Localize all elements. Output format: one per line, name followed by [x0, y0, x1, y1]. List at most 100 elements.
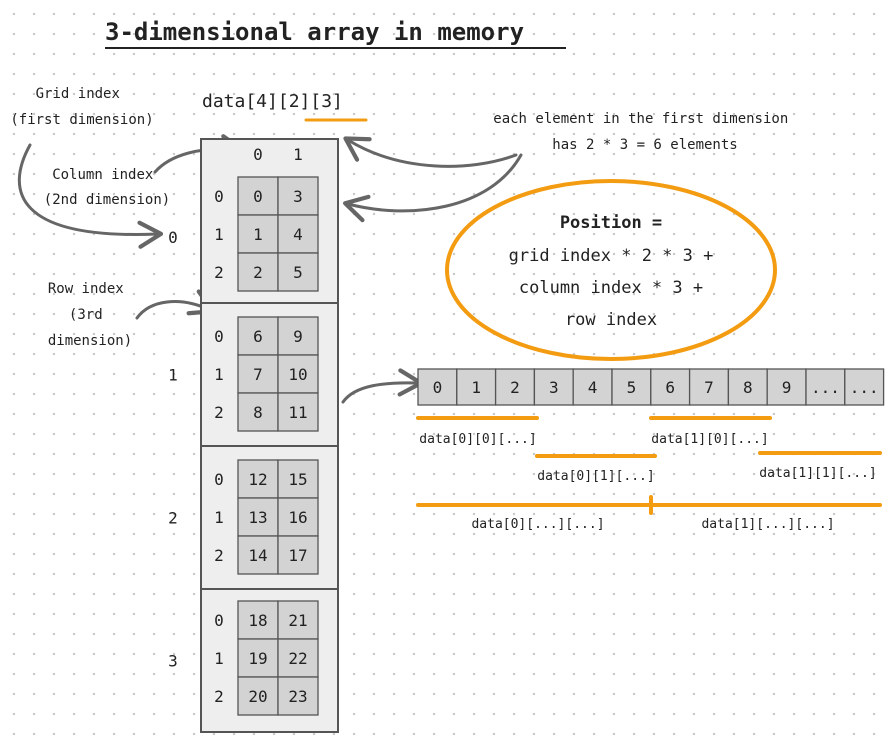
row-index-1: 1 [214, 365, 224, 384]
column-header-0: 0 [253, 145, 263, 164]
array-cell [277, 392, 319, 432]
memory-cell [650, 368, 691, 406]
array-cell-value: 7 [253, 365, 263, 384]
row-index-arrow [135, 289, 215, 320]
memory-cell-value: ... [850, 378, 879, 397]
range-d1-label: data[1][...][...] [701, 517, 834, 532]
memory-cell [844, 368, 885, 406]
row-index-2: 2 [214, 263, 224, 282]
memory-cell-value: ... [811, 378, 840, 397]
element-note-arrow-upper [343, 136, 518, 168]
array-cell [237, 354, 279, 394]
row-index-2: 2 [214, 403, 224, 422]
memory-cell-value: 2 [510, 378, 520, 397]
each-element-note: each element in the first dimension has … [493, 111, 796, 153]
formula-line-4: row index [565, 310, 657, 330]
range-d0-label: data[0][...][...] [471, 517, 604, 532]
range-d01-label: data[0][1][...] [537, 469, 654, 484]
array-cell-value: 18 [248, 611, 267, 630]
grid-index-arrow [17, 143, 164, 249]
row-index-0: 0 [214, 327, 224, 346]
row-index-2: 2 [214, 687, 224, 706]
memory-cell-value: 8 [743, 378, 753, 397]
formula-line-3: column index * 3 + [519, 278, 703, 298]
array-cell-value: 8 [253, 403, 263, 422]
array-cell-value: 5 [293, 263, 303, 282]
row-index-label: Row index (3rd dimension) [48, 281, 132, 349]
array-cell-value: 13 [248, 508, 267, 527]
array-cell-value: 3 [293, 187, 303, 206]
array-cell-value: 14 [248, 546, 267, 565]
array-cell [277, 535, 319, 575]
array-cell [277, 252, 319, 292]
array-cell [237, 600, 279, 640]
memory-cell [572, 368, 613, 406]
array-cell [237, 392, 279, 432]
memory-cell-value: 4 [588, 378, 598, 397]
array-cell-value: 9 [293, 327, 303, 346]
array-cell-value: 20 [248, 687, 267, 706]
memory-cell-value: 0 [433, 378, 443, 397]
formula-line-2: grid index * 2 * 3 + [509, 246, 714, 266]
array-cell-value: 12 [248, 470, 267, 489]
row-index-0: 0 [214, 611, 224, 630]
array-cell [277, 316, 319, 356]
array-cell [237, 638, 279, 678]
array-cell-value: 15 [288, 470, 307, 489]
array-cell-value: 2 [253, 263, 263, 282]
array-cell-value: 1 [253, 225, 263, 244]
grid-index-label: Grid index (first dimension) [10, 86, 153, 128]
range-markers [416, 416, 882, 515]
array-cell [277, 176, 319, 216]
array-cell-value: 17 [288, 546, 307, 565]
arrows [17, 134, 523, 404]
memory-cell [494, 368, 536, 406]
row-index-1: 1 [214, 225, 224, 244]
memory-strip: 0 1 2 3 4 5 6 7 8 9...... [417, 368, 885, 406]
array-cell [277, 676, 319, 716]
array-cell [277, 459, 319, 499]
array-cell [237, 497, 279, 537]
element-note-arrow-lower [342, 153, 523, 223]
memory-cell-value: 3 [549, 378, 559, 397]
array-cell-value: 10 [288, 365, 307, 384]
array-cell-value: 0 [253, 187, 263, 206]
memory-cell [417, 368, 458, 406]
grid-index-0: 0 [168, 228, 178, 247]
memory-cell [805, 368, 846, 406]
range-d11-label: data[1][1][...] [759, 466, 876, 481]
memory-cell-value: 6 [665, 378, 675, 397]
array-cell-value: 16 [288, 508, 307, 527]
memory-cell-value: 9 [782, 378, 792, 397]
memory-cell [456, 368, 497, 406]
memory-cell-value: 5 [627, 378, 637, 397]
array-cell-value: 19 [248, 649, 267, 668]
memory-arrow [341, 368, 424, 404]
range-d00-label: data[0][0][...] [419, 432, 536, 447]
array-cell [277, 497, 319, 537]
row-index-1: 1 [214, 649, 224, 668]
array-cell-value: 11 [288, 403, 307, 422]
formula-ellipse [445, 179, 777, 361]
row-index-2: 2 [214, 546, 224, 565]
memory-cell [533, 368, 574, 406]
column-header-1: 1 [293, 145, 303, 164]
grid-index-2: 2 [168, 509, 178, 528]
array-cell-value: 23 [288, 687, 307, 706]
grid-index-3: 3 [168, 652, 178, 671]
array-declaration: data[4][2][3] [202, 91, 343, 112]
memory-cell-value: 7 [704, 378, 714, 397]
grid-index-1: 1 [168, 366, 178, 385]
memory-cell [727, 368, 768, 406]
column-index-label: Column index (2nd dimension) [44, 167, 170, 208]
array-cell [237, 676, 279, 716]
memory-cell-value: 1 [471, 378, 481, 397]
array-cell-value: 21 [288, 611, 307, 630]
range-d10-label: data[1][0][...] [651, 432, 768, 447]
array-cell [237, 535, 279, 575]
page-title: 3-dimensional array in memory [105, 18, 524, 46]
row-index-0: 0 [214, 187, 224, 206]
array-cell-value: 22 [288, 649, 307, 668]
